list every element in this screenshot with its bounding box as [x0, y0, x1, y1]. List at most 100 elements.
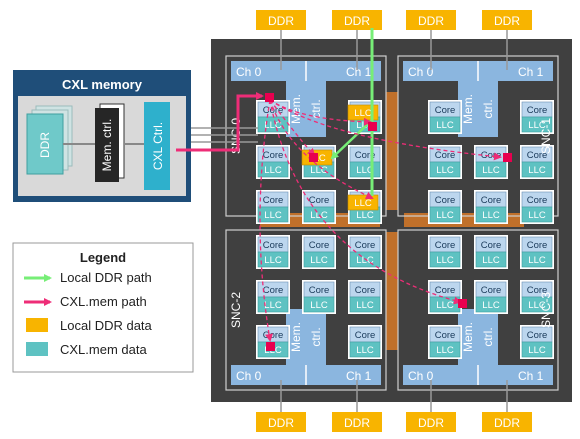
- core-label: Core: [481, 285, 502, 296]
- llc-label: LLC: [436, 165, 454, 176]
- channel-0-label: Ch 0: [236, 369, 262, 383]
- core-label: Core: [435, 285, 456, 296]
- mem-ctrl-block: [286, 81, 306, 137]
- llc-label: LLC: [264, 300, 282, 311]
- llc-label: LLC: [356, 300, 374, 311]
- mem-ctrl-label: Mem.: [289, 94, 303, 124]
- cxl-path-dash-1: [269, 99, 316, 157]
- llc-label: LLC: [264, 120, 282, 131]
- ddr-module-bottom: [482, 412, 532, 432]
- llc-block: [521, 161, 553, 178]
- core-label: Core: [355, 240, 376, 251]
- ddr-label: DDR: [268, 416, 294, 430]
- bridge-vertical-top: [386, 92, 398, 210]
- llc-label: LLC: [356, 345, 374, 356]
- core-label: Core: [481, 240, 502, 251]
- mem-ctrl-label: Mem.: [461, 322, 475, 352]
- core-label: Core: [263, 240, 284, 251]
- ddr-module-top: [332, 10, 382, 30]
- snc-label: SNC-3: [539, 292, 553, 328]
- llc-label: LLC: [528, 120, 546, 131]
- llc-label: LLC: [436, 255, 454, 266]
- ddr-label: DDR: [418, 416, 444, 430]
- ddr-module-bottom: [406, 412, 456, 432]
- llc-label: LLC: [528, 165, 546, 176]
- core-label: Core: [309, 240, 330, 251]
- core-label: Core: [435, 240, 456, 251]
- core-label: Core: [527, 105, 548, 116]
- llc-block: [521, 116, 553, 133]
- channel-0-label: Ch 0: [408, 65, 434, 79]
- local-ddr-path-branch: [330, 119, 373, 160]
- llc-label: LLC: [436, 120, 454, 131]
- channel-1-label: Ch 1: [346, 369, 372, 383]
- core-label: Core: [355, 150, 376, 161]
- llc-label: LLC: [436, 300, 454, 311]
- llc-label: LLC: [528, 210, 546, 221]
- channel-1-label: Ch 1: [346, 65, 372, 79]
- llc-block: [257, 161, 289, 178]
- ddr-label: DDR: [344, 14, 370, 28]
- llc-block: [521, 206, 553, 223]
- llc-label: LLC: [482, 300, 500, 311]
- core-label: Core: [527, 150, 548, 161]
- cxl-data-marker: [309, 153, 318, 162]
- llc-label: LLC: [264, 165, 282, 176]
- cxl-memory-title: CXL memory: [62, 77, 143, 92]
- ddr-modules-bottom: DDR DDR DDR DDR: [256, 380, 532, 432]
- mem-ctrl-label: ctrl.: [309, 99, 323, 118]
- llc-label: LLC: [482, 210, 500, 221]
- core-label: Core: [527, 285, 548, 296]
- cxl-memory-card: CXL memory DDR Mem. ctrl. CXL Ctrl.: [13, 70, 191, 202]
- cxl-controller-label: CXL Ctrl.: [151, 122, 165, 170]
- core-label: Core: [435, 150, 456, 161]
- llc-label: LLC: [354, 198, 372, 209]
- llc-label: LLC: [436, 210, 454, 221]
- ddr-label: DDR: [494, 416, 520, 430]
- llc-label: LLC: [436, 345, 454, 356]
- llc-block: [429, 206, 461, 223]
- mem-ctrl-label: ctrl.: [309, 327, 323, 346]
- bridge-vertical-bottom: [386, 232, 398, 350]
- cxl-ddr-label: DDR: [38, 132, 52, 158]
- llc-block: [475, 206, 507, 223]
- data-paths: [176, 28, 512, 351]
- core-label: Core: [263, 195, 284, 206]
- llc-block: [303, 251, 335, 268]
- legend-label-1: CXL.mem path: [60, 294, 147, 309]
- ddr-module-bottom: [332, 412, 382, 432]
- llc-block: [429, 341, 461, 358]
- llc-label: LLC: [528, 255, 546, 266]
- core-label: Core: [435, 105, 456, 116]
- snc-border: [225, 229, 387, 391]
- core-label: Core: [527, 240, 548, 251]
- llc-block: [521, 341, 553, 358]
- llc-block: [429, 161, 461, 178]
- core-label: Core: [309, 195, 330, 206]
- mem-ctrl-block: [458, 309, 478, 365]
- mem-ctrl-label: Mem.: [289, 322, 303, 352]
- snc-border: [397, 229, 559, 391]
- llc-block: [257, 206, 289, 223]
- ddr-module-bottom: [256, 412, 306, 432]
- ddr-label: DDR: [344, 416, 370, 430]
- core-label: Core: [527, 330, 548, 341]
- llc-block: [429, 251, 461, 268]
- core-label: Core: [263, 150, 284, 161]
- llc-block: [521, 251, 553, 268]
- core-label: Core: [481, 150, 502, 161]
- mem-ctrl-label: Mem.: [461, 94, 475, 124]
- llc-label: LLC: [356, 210, 374, 221]
- llc-label: LLC: [482, 165, 500, 176]
- ddr-label: DDR: [418, 14, 444, 28]
- llc-label: LLC: [482, 255, 500, 266]
- llc-block: [349, 341, 381, 358]
- cxl-data-marker: [265, 93, 274, 102]
- llc-block: [521, 296, 553, 313]
- core-label: Core: [355, 330, 376, 341]
- cxl-path-dash-5: [269, 99, 462, 305]
- cxl-mem-ctrl: [95, 108, 119, 182]
